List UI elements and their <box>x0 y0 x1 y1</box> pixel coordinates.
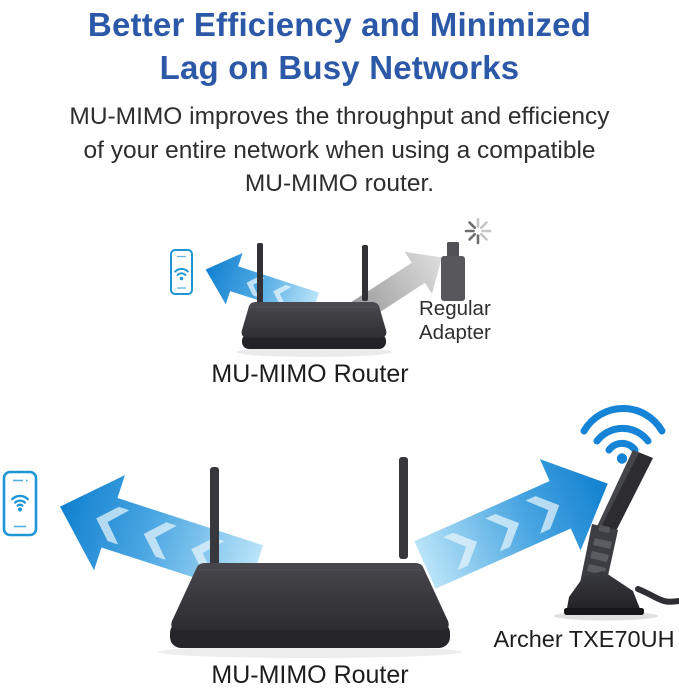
mu-mimo-router-label-bottom: MU-MIMO Router <box>211 661 409 689</box>
title-line-2: Lag on Busy Networks <box>159 49 520 86</box>
router-illustration-small <box>236 243 392 357</box>
subtitle-line-2: of your entire network when using a comp… <box>83 136 596 164</box>
subtitle-paragraph: MU-MIMO improves the throughput and effi… <box>0 100 679 201</box>
usb-adapter-icon <box>441 242 465 301</box>
mu-mimo-router-label-top: MU-MIMO Router <box>211 360 409 388</box>
archer-adapter-illustration <box>554 450 679 621</box>
subtitle-line-3: MU-MIMO router. <box>244 170 435 197</box>
page-title: Better Efficiency and Minimized Lag on B… <box>0 0 679 89</box>
router-illustration-large <box>158 457 462 658</box>
regular-adapter-label: Regular Adapter <box>419 297 491 344</box>
top-scene-illustration <box>170 217 492 357</box>
subtitle-line-1: MU-MIMO improves the throughput and effi… <box>69 103 610 130</box>
blue-signal-arrow-right-large <box>414 459 608 589</box>
smartphone-icon <box>2 470 38 537</box>
smartphone-icon <box>170 249 193 295</box>
wifi-icon <box>580 405 666 464</box>
spinner-icon <box>464 217 492 245</box>
bottom-scene-illustration <box>2 405 679 658</box>
archer-adapter-label: Archer TXE70UH <box>493 626 675 652</box>
title-line-1: Better Efficiency and Minimized <box>87 6 592 43</box>
